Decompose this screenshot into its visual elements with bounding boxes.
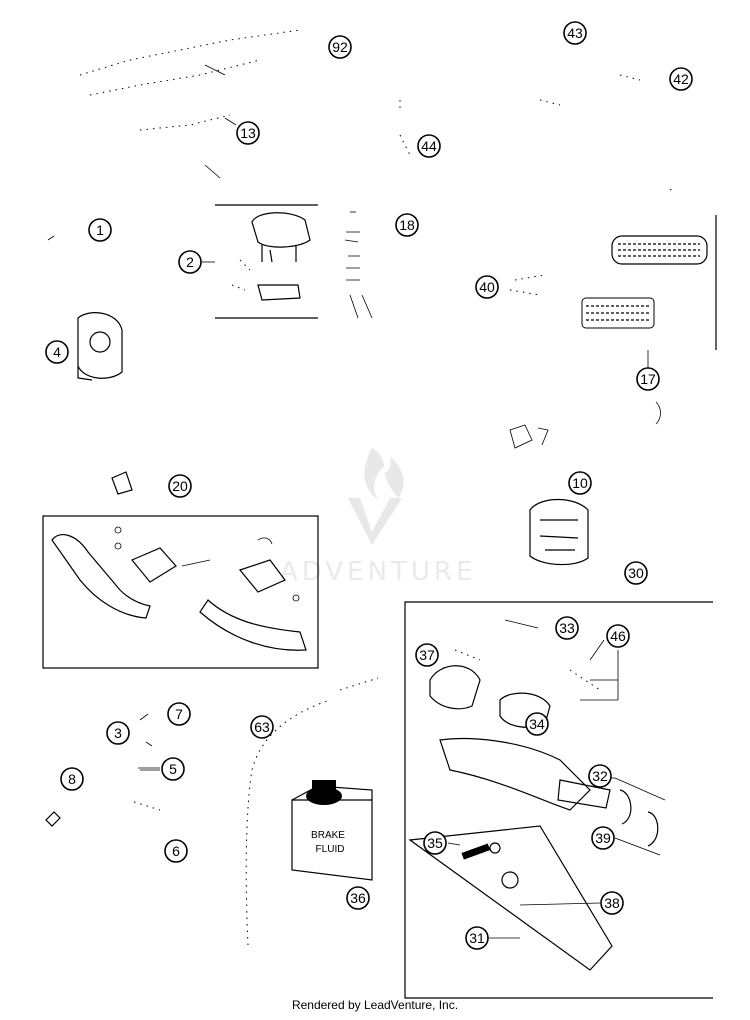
callout-17: 17 bbox=[636, 367, 660, 391]
callout-44: 44 bbox=[417, 134, 441, 158]
svg-text:13: 13 bbox=[240, 125, 256, 141]
svg-text:40: 40 bbox=[479, 279, 495, 295]
bottle-label-brake: BRAKE bbox=[311, 830, 345, 841]
handguard-sketch bbox=[51, 471, 307, 651]
svg-text:1: 1 bbox=[96, 222, 104, 238]
svg-text:8: 8 bbox=[68, 771, 76, 787]
callout-35: 35 bbox=[423, 831, 447, 855]
svg-text:10: 10 bbox=[572, 475, 588, 491]
svg-text:3: 3 bbox=[114, 725, 122, 741]
throttle-parts-sketch bbox=[509, 274, 661, 449]
handlebar-parts-sketch bbox=[47, 29, 676, 241]
svg-text:39: 39 bbox=[595, 830, 611, 846]
callout-18: 18 bbox=[395, 213, 419, 237]
callout-33: 33 bbox=[555, 616, 579, 640]
svg-text:7: 7 bbox=[175, 706, 183, 722]
svg-text:38: 38 bbox=[604, 895, 620, 911]
callout-30: 30 bbox=[624, 561, 648, 585]
callout-40: 40 bbox=[475, 275, 499, 299]
svg-text:18: 18 bbox=[399, 217, 415, 233]
callout-7: 7 bbox=[167, 702, 191, 726]
callout-37: 37 bbox=[415, 643, 439, 667]
brake-assembly-box bbox=[404, 601, 713, 999]
svg-text:17: 17 bbox=[640, 371, 656, 387]
switch-sketch bbox=[77, 312, 123, 381]
credit-line: Rendered by LeadVenture, Inc. bbox=[291, 998, 459, 1012]
brake-lever-sketch bbox=[408, 825, 613, 971]
callout-5: 5 bbox=[161, 757, 185, 781]
callout-32: 32 bbox=[588, 764, 612, 788]
svg-text:6: 6 bbox=[172, 843, 180, 859]
grips-sketch bbox=[581, 235, 708, 368]
callout-3: 3 bbox=[106, 721, 130, 745]
callout-31: 31 bbox=[465, 926, 489, 950]
svg-text:92: 92 bbox=[332, 39, 348, 55]
callout-46: 46 bbox=[606, 624, 630, 648]
svg-text:63: 63 bbox=[254, 719, 270, 735]
svg-text:43: 43 bbox=[567, 25, 583, 41]
svg-text:34: 34 bbox=[529, 716, 545, 732]
callout-6: 6 bbox=[164, 839, 188, 863]
callout-92: 92 bbox=[328, 35, 352, 59]
svg-text:5: 5 bbox=[169, 761, 177, 777]
callout-13: 13 bbox=[236, 121, 260, 145]
callout-34: 34 bbox=[525, 712, 549, 736]
callout-38: 38 bbox=[600, 891, 624, 915]
brake-fluid-bottle: BRAKE FLUID bbox=[291, 780, 373, 881]
master-cylinder-sketch bbox=[429, 649, 659, 847]
callout-43: 43 bbox=[563, 21, 587, 45]
bolts-sketch bbox=[344, 211, 373, 319]
callout-4: 4 bbox=[45, 340, 69, 364]
svg-text:36: 36 bbox=[350, 890, 366, 906]
svg-text:33: 33 bbox=[559, 620, 575, 636]
callout-36: 36 bbox=[346, 886, 370, 910]
callout-10: 10 bbox=[568, 471, 592, 495]
small-parts-sketch bbox=[45, 713, 161, 827]
callout-20: 20 bbox=[168, 474, 192, 498]
svg-text:44: 44 bbox=[421, 138, 437, 154]
frames bbox=[42, 204, 717, 999]
callout-2: 2 bbox=[178, 250, 202, 274]
watermark: ADVENTURE bbox=[280, 448, 476, 587]
callout-39: 39 bbox=[591, 826, 615, 850]
bottle-label-fluid: FLUID bbox=[316, 844, 345, 855]
callout-1: 1 bbox=[88, 218, 112, 242]
svg-text:35: 35 bbox=[427, 835, 443, 851]
svg-text:20: 20 bbox=[172, 478, 188, 494]
brake-hose-sketch bbox=[245, 677, 379, 946]
callout-63: 63 bbox=[250, 715, 274, 739]
watermark-text: ADVENTURE bbox=[280, 557, 476, 587]
svg-text:2: 2 bbox=[186, 254, 194, 270]
svg-text:42: 42 bbox=[673, 71, 689, 87]
leader-lines bbox=[140, 117, 666, 939]
svg-text:37: 37 bbox=[419, 647, 435, 663]
callout-42: 42 bbox=[669, 67, 693, 91]
svg-text:46: 46 bbox=[610, 628, 626, 644]
svg-text:4: 4 bbox=[53, 344, 61, 360]
svg-text:31: 31 bbox=[469, 930, 485, 946]
clamp-sketch bbox=[231, 212, 311, 301]
handguard-kit-box bbox=[42, 515, 319, 669]
throttle-housing-sketch bbox=[529, 499, 589, 566]
callout-8: 8 bbox=[60, 767, 84, 791]
svg-text:32: 32 bbox=[592, 768, 608, 784]
svg-text:30: 30 bbox=[628, 565, 644, 581]
